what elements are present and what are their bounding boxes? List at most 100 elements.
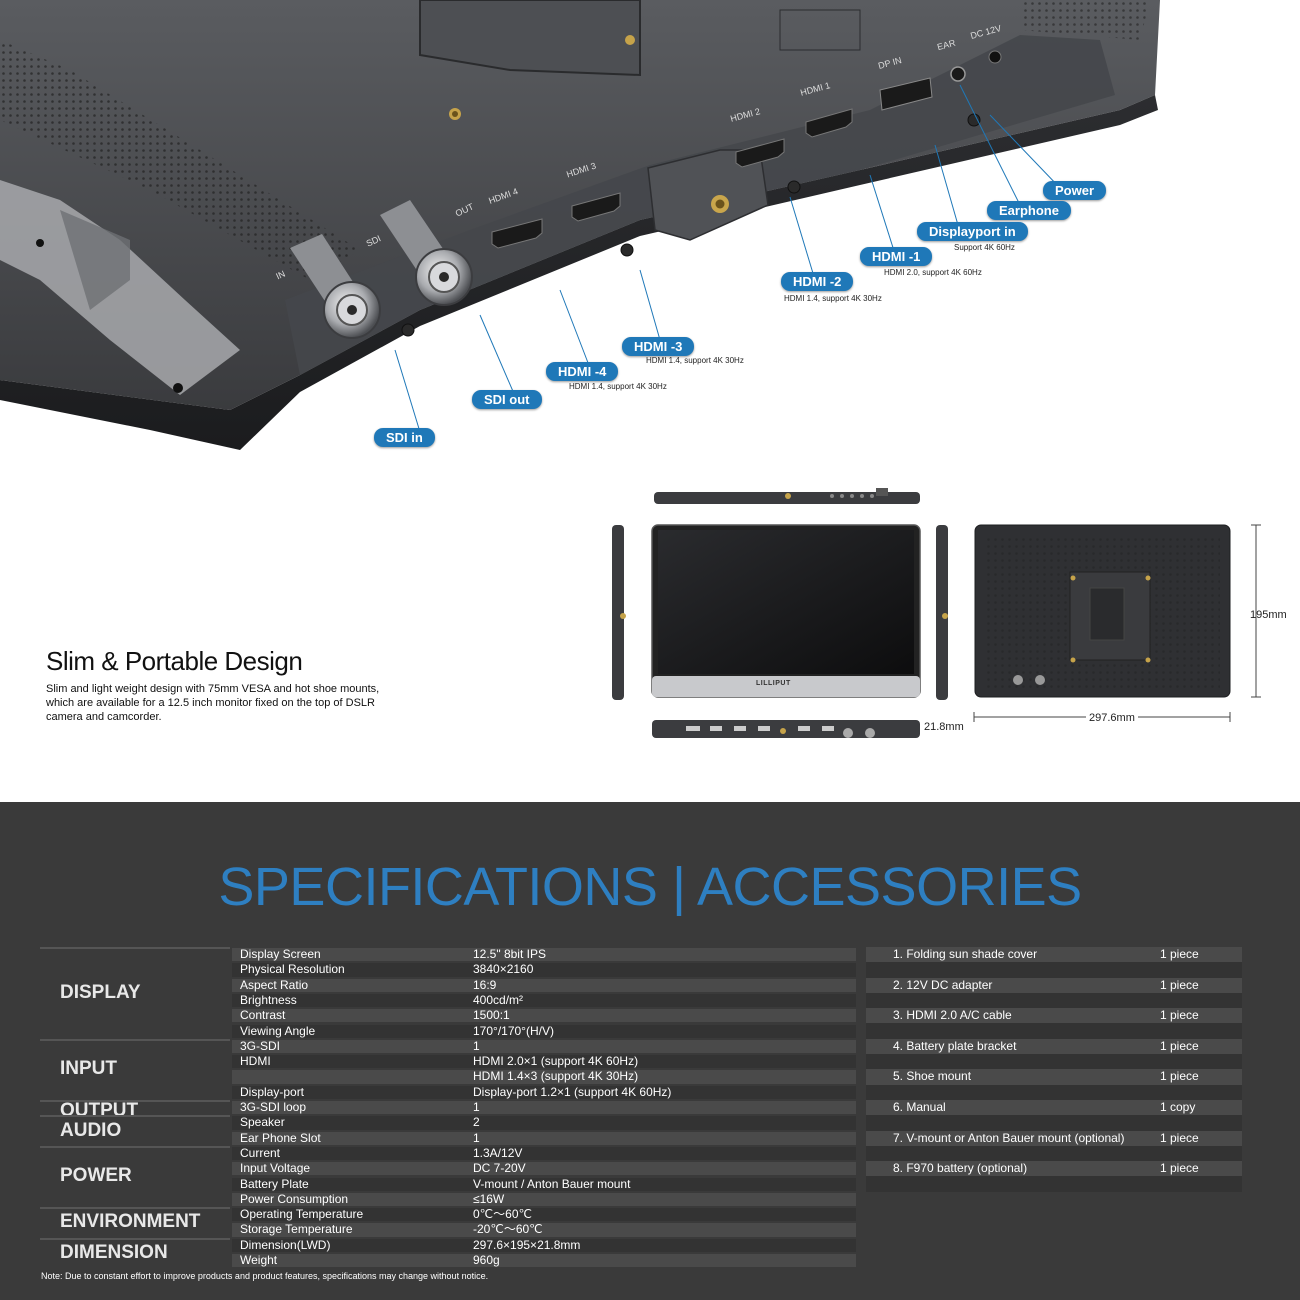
callout-hdmi4-sub: HDMI 1.4, support 4K 30Hz	[569, 382, 667, 391]
accessory-qty: 1 piece	[1160, 947, 1199, 961]
category-divider	[40, 1100, 230, 1102]
spec-value: 3840×2160	[473, 962, 534, 977]
accessory-qty: 1 piece	[1160, 1130, 1199, 1145]
spec-key: Weight	[240, 1253, 278, 1267]
category-divider	[40, 1115, 230, 1118]
spec-value: 170°/170°(H/V)	[473, 1023, 554, 1038]
spec-key: Ear Phone Slot	[240, 1130, 321, 1145]
accessory-row: 1. Folding sun shade cover 1 piece	[866, 947, 1242, 978]
accessory-qty: 1 piece	[1160, 1161, 1199, 1176]
row-background	[232, 963, 856, 977]
spec-category-output: OUTPUT	[40, 1100, 230, 1121]
spec-key: Dimension(LWD)	[240, 1237, 331, 1252]
spec-row: Weight 960g	[40, 1253, 856, 1268]
accessory-name: 2. 12V DC adapter	[893, 977, 993, 992]
callout-hdmi2: HDMI -2	[781, 272, 854, 291]
spec-value: ≤16W	[473, 1191, 505, 1206]
row-background	[232, 1146, 856, 1161]
spec-row: Display-port Display-port 1.2×1 (support …	[40, 1085, 856, 1100]
spec-key: Display Screen	[240, 947, 321, 961]
monitor-back-render	[0, 0, 1160, 450]
dim-height: 195mm	[1250, 609, 1287, 621]
row-background	[232, 1223, 856, 1237]
spec-row: Dimension(LWD)297.6×195×21.8mm	[40, 1238, 856, 1253]
spec-value: Display-port 1.2×1 (support 4K 60Hz)	[473, 1084, 672, 1099]
callout-power: Power	[1043, 181, 1107, 200]
spec-value: DC 7-20V	[473, 1161, 526, 1176]
row-background	[866, 1084, 1242, 1100]
design-description: Slim and light weight design with 75mm V…	[46, 683, 380, 723]
spec-row: Storage Temperature-20℃～60℃	[40, 1222, 856, 1237]
accessory-name: 1. Folding sun shade cover	[893, 947, 1038, 961]
spec-key: Power Consumption	[240, 1191, 349, 1206]
row-background	[232, 1009, 856, 1023]
spec-value: 12.5" 8bit IPS	[473, 947, 546, 961]
spec-row: Physical Resolution 3840×2160	[40, 962, 856, 977]
accessory-row: 8. F970 battery (optional) 1 piece	[866, 1161, 1242, 1192]
spec-key: Speaker	[240, 1115, 285, 1130]
spec-value: HDMI 2.0×1 (support 4K 60Hz)	[473, 1054, 639, 1069]
spec-value: 960g	[473, 1253, 500, 1267]
category-divider	[40, 1145, 230, 1148]
spec-key: Current	[240, 1145, 281, 1160]
callout-hdmi2-sub: HDMI 1.4, support 4K 30Hz	[784, 294, 882, 303]
row-background	[232, 1101, 856, 1115]
spec-title: SPECIFICATIONS | ACCESSORIES	[218, 857, 1082, 917]
accessory-name: 8. F970 battery (optional)	[893, 1161, 1028, 1176]
callout-displayport-sub: Support 4K 60Hz	[954, 243, 1015, 252]
row-background	[866, 1038, 1242, 1055]
spec-category-power: POWER	[40, 1145, 230, 1207]
callout-hdmi1-sub: HDMI 2.0, support 4K 60Hz	[884, 268, 982, 277]
row-background	[866, 1023, 1242, 1039]
spec-value: 1500:1	[473, 1008, 510, 1023]
row-background	[866, 947, 1242, 963]
spec-row: HDMI 1.4×3 (support 4K 30Hz)	[40, 1069, 856, 1084]
sdi-out-bnc	[380, 200, 473, 306]
row-background	[232, 1116, 856, 1130]
design-title: Slim & Portable Design	[46, 646, 303, 676]
spec-category-input: INPUT	[40, 1038, 230, 1100]
spec-category-label: AUDIO	[60, 1119, 122, 1141]
spec-key: Display-port	[240, 1084, 305, 1099]
spec-key: Input Voltage	[240, 1161, 311, 1176]
category-divider	[40, 1237, 230, 1240]
callout-earphone: Earphone	[987, 201, 1071, 220]
row-background	[232, 993, 856, 1008]
spec-category-environment: ENVIRONMENT	[40, 1207, 230, 1238]
row-background	[866, 1161, 1242, 1177]
row-background	[866, 1069, 1242, 1085]
spec-category-label: DIMENSION	[60, 1241, 168, 1263]
specifications-section: SPECIFICATIONS | ACCESSORIES Display Scr…	[0, 802, 1300, 1300]
spec-value: 0℃～60℃	[473, 1207, 532, 1222]
spec-key: Operating Temperature	[240, 1207, 364, 1222]
row-background	[232, 1024, 856, 1038]
callout-sdi-in: SDI in	[374, 428, 435, 447]
spec-category-label: POWER	[60, 1165, 132, 1187]
spec-value: 400cd/m²	[473, 992, 524, 1007]
accessory-name: 4. Battery plate bracket	[893, 1038, 1017, 1053]
dim-depth: 21.8mm	[924, 721, 964, 733]
accessory-name: 7. V-mount or Anton Bauer mount (optiona…	[893, 1130, 1125, 1145]
row-background	[232, 1055, 856, 1069]
row-background	[866, 1176, 1242, 1192]
spec-key: Physical Resolution	[240, 962, 345, 977]
spec-value: 2	[473, 1115, 480, 1130]
spec-key: Storage Temperature	[240, 1222, 353, 1237]
accessory-qty: 1 piece	[1160, 1008, 1199, 1023]
spec-row: Power Consumption ≤16W	[40, 1192, 856, 1207]
spec-key: HDMI	[240, 1054, 271, 1069]
row-background	[232, 1208, 856, 1222]
row-background	[232, 1177, 856, 1191]
spec-row: Input Voltage DC 7-20V	[40, 1161, 856, 1176]
spec-category-audio: AUDIO	[40, 1115, 230, 1146]
row-background	[866, 1145, 1242, 1162]
